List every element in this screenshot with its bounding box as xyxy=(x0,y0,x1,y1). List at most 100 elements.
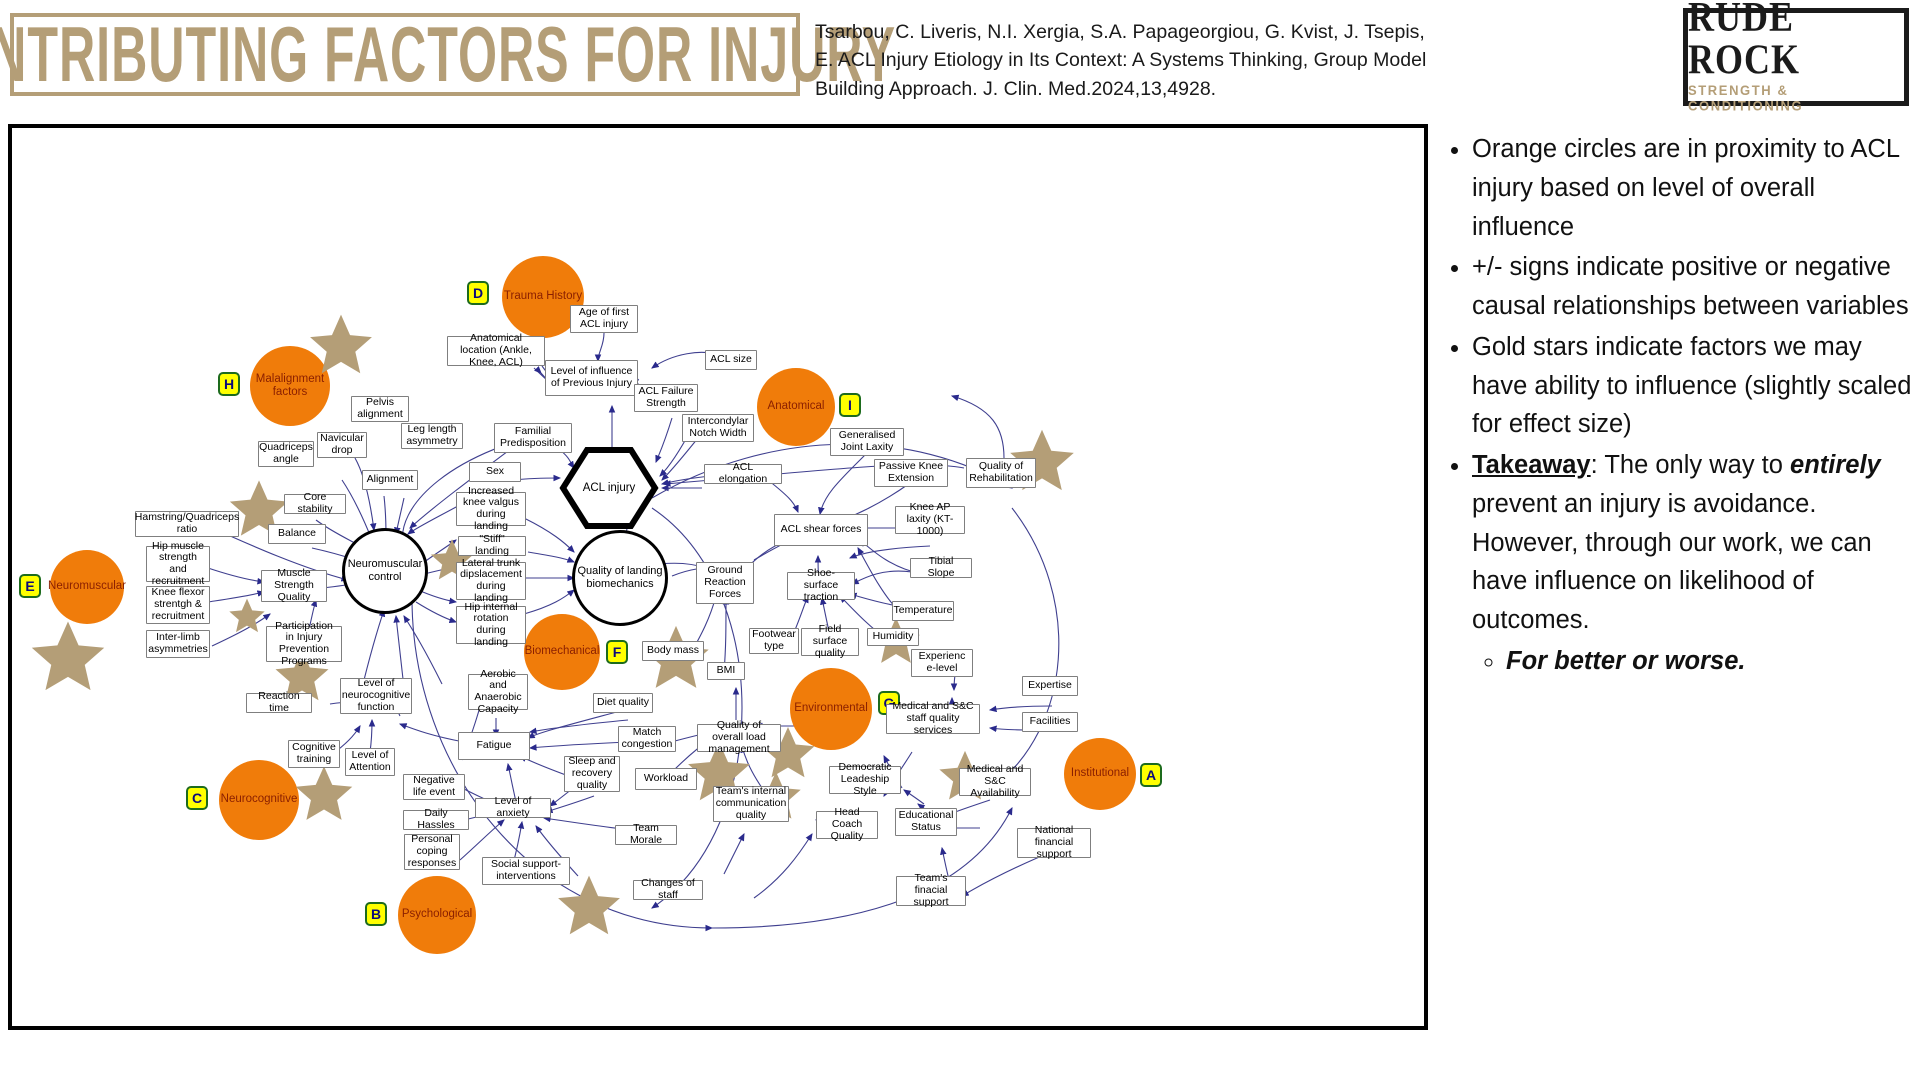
node-label: Daily Hassles xyxy=(417,807,455,831)
gold-star-icon xyxy=(271,646,333,706)
node-hamstring-quadriceps-ratio: Hamstring/Quadriceps ratio xyxy=(135,511,239,537)
takeaway-emphasis: entirely xyxy=(1790,451,1881,479)
node-label: Personal coping responses xyxy=(407,833,457,869)
node-label: Generalised Joint Laxity xyxy=(838,429,896,453)
node-label: Reaction time xyxy=(258,690,300,714)
node-level-of-influence-of-previous-injury: Level of influence of Previous Injury xyxy=(545,360,638,396)
node-label: Team's internal communication quality xyxy=(715,785,787,821)
node-label: Footwear type xyxy=(752,628,796,652)
node-acl-shear-forces: ACL shear forces xyxy=(774,514,868,546)
node-label: Familial Predisposition xyxy=(500,425,566,449)
node-label: Ground Reaction Forces xyxy=(704,564,746,600)
node-label: Cognitive training xyxy=(292,741,336,765)
node-label: Passive Knee Extension xyxy=(878,460,944,484)
gold-star-icon xyxy=(26,616,110,698)
gold-star-icon xyxy=(757,723,819,783)
node-label: Shoe-surface traction xyxy=(803,567,839,603)
gold-star-icon xyxy=(683,737,755,807)
node-lateral-trunk-displacement-during-landing: Lateral trunk dipslacement during landin… xyxy=(456,557,526,604)
node-label: Age of first ACL injury xyxy=(578,306,630,330)
tag-I: I xyxy=(839,393,861,417)
takeaway-label: Takeaway xyxy=(1472,451,1591,479)
node-facilities: Facilities xyxy=(1022,712,1078,732)
node-familial-predisposition: Familial Predisposition xyxy=(494,423,572,453)
node-label: Team's finacial support xyxy=(913,872,949,908)
node-label: ACL injury xyxy=(582,482,636,494)
node-label: Hip internal rotation during landing xyxy=(464,600,518,648)
node-acl-failure-strength: ACL Failure Strength xyxy=(634,384,698,412)
node-label: Workload xyxy=(643,772,689,785)
slide-header: CONTRIBUTING FACTORS FOR INJURY Tsarbou,… xyxy=(0,0,1920,120)
node-label: Level of neurocognitive function xyxy=(341,677,411,713)
node-quadriceps-angle: Quadriceps angle xyxy=(258,441,314,467)
node-reaction-time: Reaction time xyxy=(246,690,312,714)
node-daily-hassles: Daily Hassles xyxy=(403,807,469,831)
node-label: Knee flexor strentgh & recruitment xyxy=(151,586,205,622)
node-label: Neuromuscular control xyxy=(347,558,423,583)
node-fatigue: Fatigue xyxy=(458,732,530,760)
orange-circle-label: Neurocognitive xyxy=(220,793,298,806)
node-label: Tibial Slope xyxy=(927,555,955,579)
orange-circle-label: Trauma History xyxy=(503,290,583,303)
orange-circle-trauma-history: Trauma History xyxy=(502,256,584,338)
node-muscle-strength-quality: Muscle Strength Quality xyxy=(261,567,327,603)
node-humidity: Humidity xyxy=(867,628,919,646)
orange-circle-anatomical: Anatomical xyxy=(757,368,835,446)
node-knee-flexor-strength-and-recruitment: Knee flexor strentgh & recruitment xyxy=(146,586,210,624)
node-label: Knee AP laxity (KT-1000) xyxy=(906,501,954,537)
node-label: Leg length asymmetry xyxy=(406,423,458,447)
node-label: BMI xyxy=(716,664,736,677)
tag-F: F xyxy=(606,640,628,664)
node-intercondylar-notch-width: Intercondylar Notch Width xyxy=(682,414,754,442)
node-label: Aerobic and Anaerobic Capacity xyxy=(474,667,522,715)
node-label: Anatomical location (Ankle, Knee, ACL) xyxy=(460,332,532,368)
node-sex: Sex xyxy=(469,462,521,482)
node-label: Quality of landing biomechanics xyxy=(577,565,663,590)
orange-circle-neuromuscular: Neuromuscular xyxy=(48,550,126,624)
node-hip-internal-rotation-during-landing: Hip internal rotation during landing xyxy=(456,601,526,648)
node-label: Hamstring/Quadriceps ratio xyxy=(134,511,240,535)
tag-D: D xyxy=(467,281,489,305)
node-label: Educational Status xyxy=(898,809,954,833)
node-social-support-interventions: Social support-interventions xyxy=(482,857,570,885)
node-quality-of-rehabilitation: Quality of Rehabilitation xyxy=(966,458,1036,488)
orange-circle-label: Psychological xyxy=(401,908,473,921)
node-label: Quadriceps angle xyxy=(259,441,313,465)
bullet-item-takeaway: Takeaway: The only way to entirely preve… xyxy=(1472,446,1920,681)
node-expertise: Expertise xyxy=(1022,676,1078,696)
tag-E: E xyxy=(19,574,41,598)
node-level-of-attention: Level of Attention xyxy=(345,748,395,776)
node-label: Participation in Injury Prevention Progr… xyxy=(275,619,333,667)
node-level-of-neurocognitive-function: Level of neurocognitive function xyxy=(340,677,412,714)
diagram-canvas: ACL injury Neuromuscular control Quality… xyxy=(12,128,1424,1026)
gold-star-icon xyxy=(553,871,625,941)
node-pelvis-alignment: Pelvis alignment xyxy=(351,396,409,422)
node-footwear-type: Footwear type xyxy=(749,628,799,654)
node-level-of-anxiety: Level of anxiety xyxy=(475,795,551,819)
orange-circle-neurocognitive: Neurocognitive xyxy=(219,760,299,840)
node-democratic-leadership-style: Democratic Leadeship Style xyxy=(829,761,901,797)
tag-B: B xyxy=(365,902,387,926)
node-label: Democratic Leadeship Style xyxy=(838,761,892,797)
node-anatomical-location: Anatomical location (Ankle, Knee, ACL) xyxy=(447,332,545,368)
node-label: Muscle Strength Quality xyxy=(274,567,314,603)
node-label: Level of anxiety xyxy=(494,795,532,819)
node-label: Lateral trunk dipslacement during landin… xyxy=(460,556,522,604)
node-acl-size: ACL size xyxy=(705,350,757,370)
node-label: Sex xyxy=(485,465,505,478)
orange-circle-label: Malalignment factors xyxy=(255,372,325,398)
orange-circle-label: Neuromuscular xyxy=(48,580,126,593)
node-generalised-joint-laxity: Generalised Joint Laxity xyxy=(830,428,904,456)
page-title: CONTRIBUTING FACTORS FOR INJURY xyxy=(0,10,897,98)
node-label: Match congestion xyxy=(621,726,673,750)
node-label: ACL elongation xyxy=(718,461,768,485)
node-label: Humidity xyxy=(872,630,914,643)
node-balance: Balance xyxy=(268,524,326,544)
node-body-mass: Body mass xyxy=(642,641,704,661)
node-label: Diet quality xyxy=(597,696,649,709)
node-national-financial-support: National financial support xyxy=(1017,824,1091,860)
tag-C: C xyxy=(186,786,208,810)
node-neuromuscular-control: Neuromuscular control xyxy=(342,528,428,614)
node-label: Experienc e-level xyxy=(918,650,966,674)
gold-star-icon xyxy=(226,596,268,636)
